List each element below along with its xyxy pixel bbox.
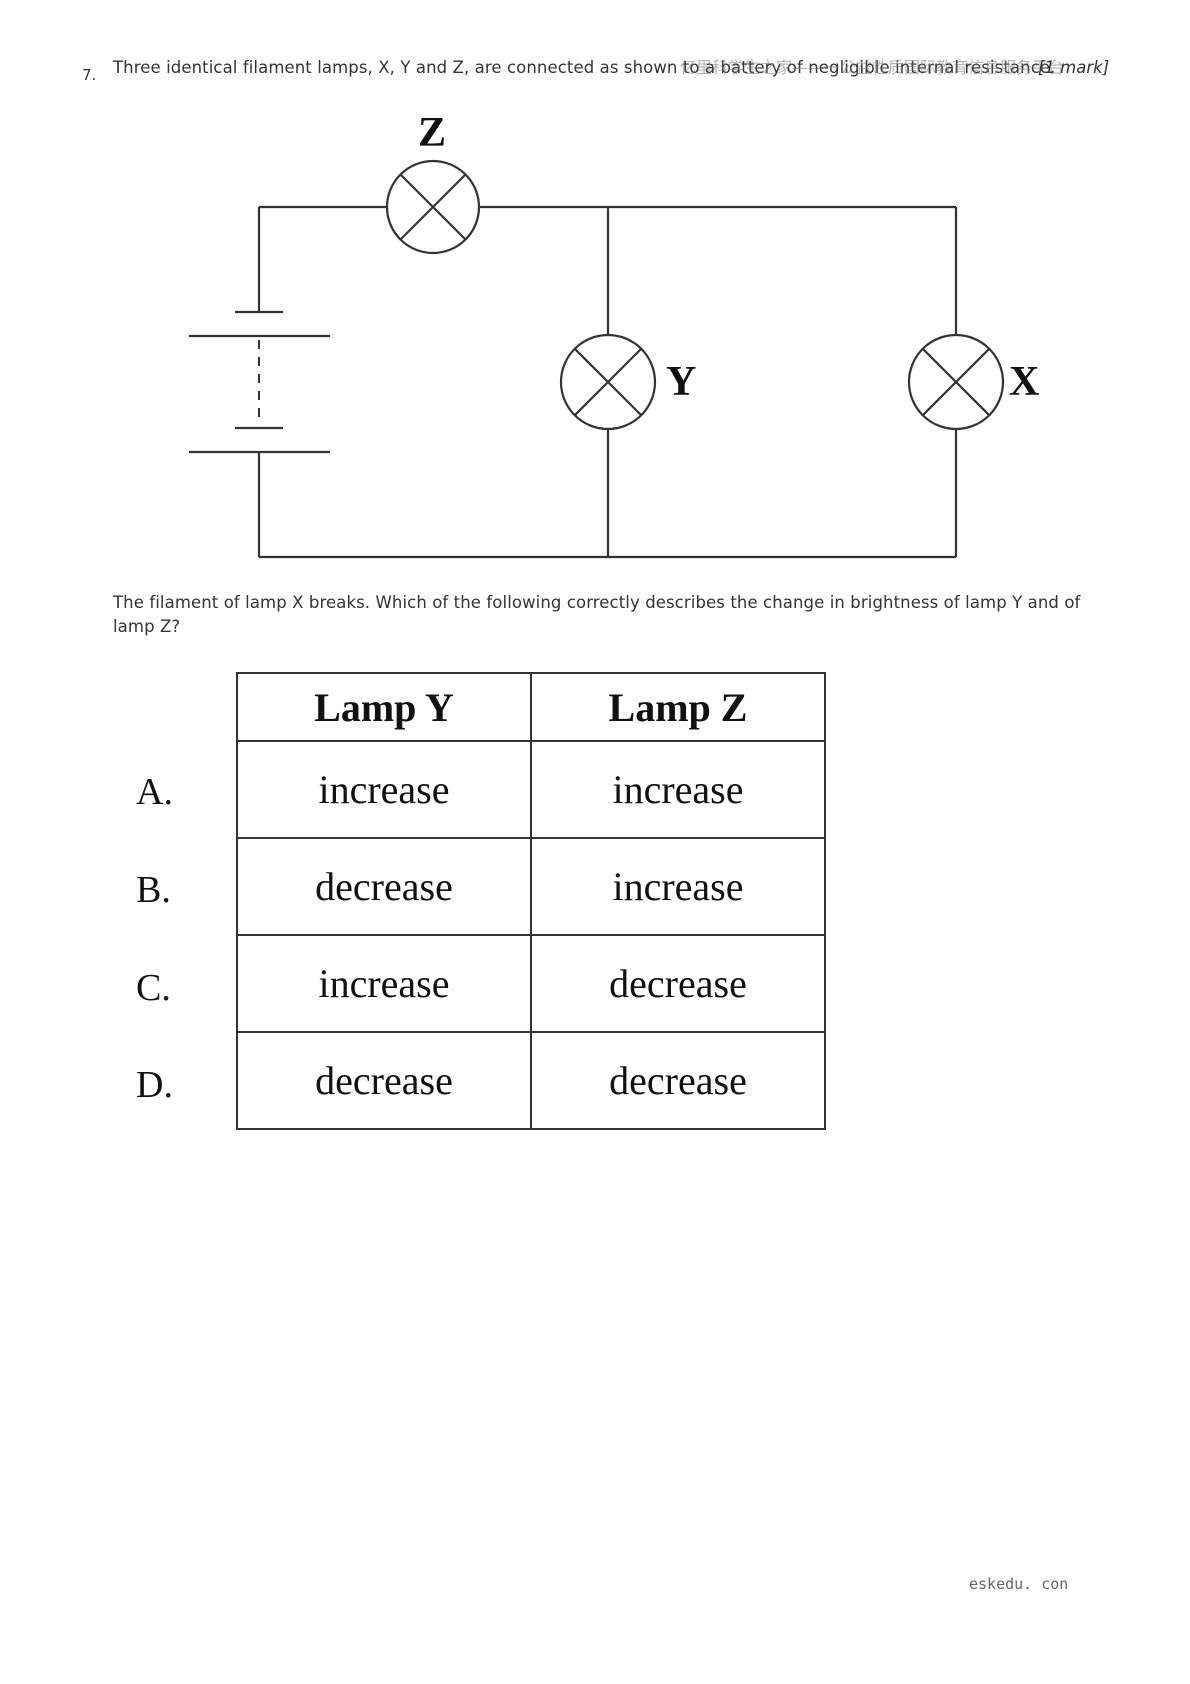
lamp-x-label: X — [1009, 359, 1039, 405]
lamp-z-label: Z — [418, 110, 446, 156]
lamp-z-symbol — [385, 159, 481, 255]
lamp-y-symbol — [559, 333, 657, 431]
question-marks: [1 mark] — [1038, 58, 1110, 77]
option-letter-a: A. — [136, 771, 173, 813]
table-row: increase decrease — [236, 934, 826, 1033]
cell-lamp-z: decrease — [530, 1031, 826, 1130]
cell-lamp-y: increase — [236, 934, 532, 1033]
lamp-x-symbol — [907, 333, 1005, 431]
circuit-diagram: Z Y X — [189, 110, 1039, 559]
option-letter-c: C. — [136, 967, 171, 1009]
cell-lamp-z: decrease — [530, 934, 826, 1033]
header-lamp-z: Lamp Z — [530, 672, 826, 742]
question-text: Three identical filament lamps, X, Y and… — [113, 58, 1056, 77]
answer-table: Lamp Y Lamp Z increase increase decrease… — [236, 672, 826, 1130]
table-row: increase increase — [236, 740, 826, 839]
option-letter-d: D. — [136, 1064, 173, 1106]
cell-lamp-y: increase — [236, 740, 532, 839]
lamp-y-label: Y — [666, 359, 696, 405]
option-letter-b: B. — [136, 869, 171, 911]
watermark-text: 亿里科学生之家——一公益性质国际教育信息服务平台 — [680, 58, 1065, 77]
header-lamp-y: Lamp Y — [236, 672, 532, 742]
question-prompt: The filament of lamp X breaks. Which of … — [113, 593, 1081, 636]
table-header-row: Lamp Y Lamp Z — [236, 672, 826, 742]
footer-site-text: eskedu. con — [969, 1575, 1069, 1593]
battery-symbol — [189, 310, 330, 454]
cell-lamp-z: increase — [530, 837, 826, 936]
question-number: 7. — [82, 66, 97, 84]
table-row: decrease decrease — [236, 1031, 826, 1130]
cell-lamp-z: increase — [530, 740, 826, 839]
cell-lamp-y: decrease — [236, 837, 532, 936]
cell-lamp-y: decrease — [236, 1031, 532, 1130]
table-row: decrease increase — [236, 837, 826, 936]
